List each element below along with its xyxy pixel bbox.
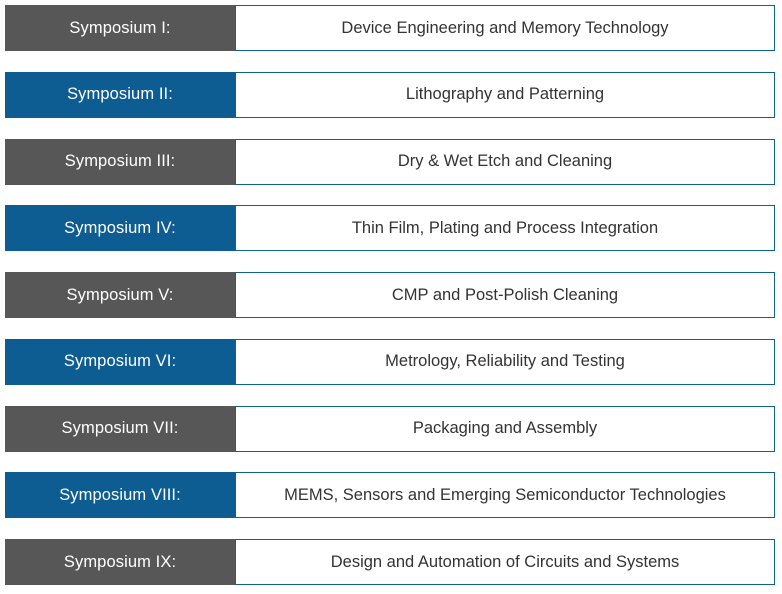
symposium-label: Symposium V: [5, 272, 235, 318]
symposium-title: Dry & Wet Etch and Cleaning [235, 138, 775, 185]
symposium-list: Symposium I: Device Engineering and Memo… [5, 5, 775, 585]
symposium-title: MEMS, Sensors and Emerging Semiconductor… [235, 472, 775, 519]
symposium-title: Lithography and Patterning [235, 71, 775, 118]
symposium-row-9: Symposium IX: Design and Automation of C… [5, 539, 775, 585]
symposium-label: Symposium II: [5, 71, 235, 118]
symposium-title: Thin Film, Plating and Process Integrati… [235, 205, 775, 252]
symposium-row-6: Symposium VI: Metrology, Reliability and… [5, 338, 775, 385]
symposium-label: Symposium VIII: [5, 472, 235, 519]
symposium-row-3: Symposium III: Dry & Wet Etch and Cleani… [5, 138, 775, 185]
symposium-label: Symposium I: [5, 5, 235, 51]
symposium-title: CMP and Post-Polish Cleaning [235, 272, 775, 318]
symposium-label: Symposium III: [5, 138, 235, 185]
symposium-label: Symposium VII: [5, 405, 235, 452]
symposium-row-4: Symposium IV: Thin Film, Plating and Pro… [5, 205, 775, 252]
symposium-row-7: Symposium VII: Packaging and Assembly [5, 405, 775, 452]
symposium-title: Device Engineering and Memory Technology [235, 5, 775, 51]
symposium-title: Packaging and Assembly [235, 405, 775, 452]
symposium-row-8: Symposium VIII: MEMS, Sensors and Emergi… [5, 472, 775, 519]
symposium-title: Design and Automation of Circuits and Sy… [235, 539, 775, 585]
symposium-label: Symposium IV: [5, 205, 235, 252]
symposium-label: Symposium VI: [5, 338, 235, 385]
symposium-row-2: Symposium II: Lithography and Patterning [5, 71, 775, 118]
symposium-title: Metrology, Reliability and Testing [235, 338, 775, 385]
symposium-label: Symposium IX: [5, 539, 235, 585]
symposium-row-5: Symposium V: CMP and Post-Polish Cleanin… [5, 272, 775, 318]
symposium-row-1: Symposium I: Device Engineering and Memo… [5, 5, 775, 51]
